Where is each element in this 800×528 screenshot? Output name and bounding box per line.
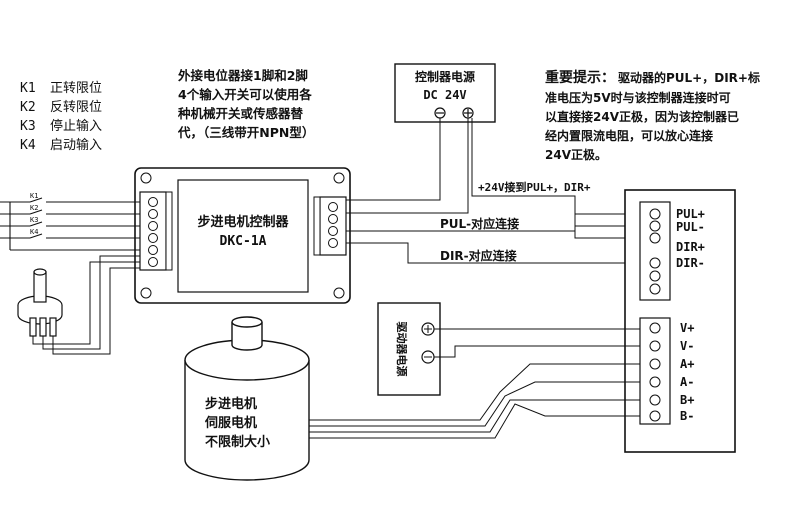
legend-key-k3: K3: [20, 119, 36, 134]
motor-line-3: 不限制大小: [205, 434, 270, 450]
potentiometer-wires: [32, 255, 140, 355]
legend-label-k1: 正转限位: [50, 81, 102, 96]
legend-key-k4: K4: [20, 138, 36, 153]
potentiometer-note: 外接电位器接1脚和2脚 4个输入开关可以使用各 种机械开关或传感器替 代，（三线…: [177, 68, 314, 140]
signal-wires: [345, 118, 640, 264]
switch-label-k1: K1: [30, 192, 38, 200]
wire-label-pul: PUL-对应连接: [440, 216, 519, 231]
important-line-5: 24V正极。: [545, 147, 607, 162]
driver-terminal-dir-minus: DIR-: [676, 256, 705, 270]
power-supply-voltage: DC 24V: [423, 88, 466, 102]
driver-terminal-v-minus: V-: [680, 339, 694, 353]
input-switches: [0, 197, 140, 251]
legend-key-k1: K1: [20, 81, 36, 96]
driver-power-terminal-block: [639, 317, 671, 425]
important-line-3: 以直接接24V正极，因为该控制器已: [545, 109, 739, 124]
switch-label-k4: K4: [30, 228, 38, 236]
important-line-2: 准电压为5V时与该控制器连接时可: [545, 90, 731, 105]
wire-label-plus24: +24V接到PUL+，DIR+: [478, 180, 591, 194]
important-heading: 重要提示：: [545, 69, 615, 86]
legend-label-k3: 停止输入: [50, 118, 102, 134]
motor-line-1: 步进电机: [205, 396, 257, 412]
motor-wires: [309, 363, 640, 439]
legend-key-k2: K2: [20, 100, 36, 115]
driver-terminal-pul-minus: PUL-: [676, 220, 705, 234]
driver-terminal-v-plus: V+: [680, 321, 694, 335]
potentiometer: [17, 268, 63, 337]
driver-terminal-a-plus: A+: [680, 357, 694, 371]
note-line-3: 种机械开关或传感器替: [177, 106, 304, 121]
switch-label-k3: K3: [30, 216, 38, 224]
important-line-4: 经内置限流电阻，可以放心连接: [545, 128, 713, 143]
motor: [184, 316, 310, 481]
inputs-legend: K1 正转限位 K2 反转限位 K3 停止输入 K4 启动输入: [20, 81, 102, 153]
driver-terminal-b-plus: B+: [680, 393, 694, 407]
driver-power-wires: [434, 328, 640, 358]
driver-terminal-b-minus: B-: [680, 409, 694, 423]
note-line-4: 代，（三线带开NPN型）: [177, 125, 314, 140]
wire-label-dir: DIR-对应连接: [440, 248, 517, 263]
controller-power-supply: 控制器电源 DC 24V: [394, 63, 496, 123]
driver-terminal-dir-plus: DIR+: [676, 240, 705, 254]
motor-line-2: 伺服电机: [204, 415, 257, 431]
switch-label-k2: K2: [30, 204, 38, 212]
driver-power-label: 驱动器电源: [395, 322, 409, 377]
driver-terminal-a-minus: A-: [680, 375, 694, 389]
driver-terminal-pul-plus: PUL+: [676, 207, 705, 221]
legend-label-k2: 反转限位: [50, 100, 102, 115]
important-line-1: 驱动器的PUL+，DIR+标: [618, 70, 760, 85]
power-supply-title: 控制器电源: [415, 69, 475, 84]
legend-label-k4: 启动输入: [50, 137, 102, 153]
driver-power-box: 驱动器电源: [377, 302, 441, 396]
note-line-2: 4个输入开关可以使用各: [178, 87, 312, 102]
controller-name: 步进电机控制器: [197, 214, 289, 230]
controller-board: 步进电机控制器 DKC-1A: [134, 167, 351, 304]
driver: PUL+ PUL- DIR+ DIR- V+ V- A+ A- B+ B-: [624, 189, 736, 453]
note-line-1: 外接电位器接1脚和2脚: [177, 68, 308, 83]
controller-model: DKC-1A: [220, 234, 267, 249]
important-note: 重要提示： 驱动器的PUL+，DIR+标 准电压为5V时与该控制器连接时可 以直…: [545, 69, 760, 162]
